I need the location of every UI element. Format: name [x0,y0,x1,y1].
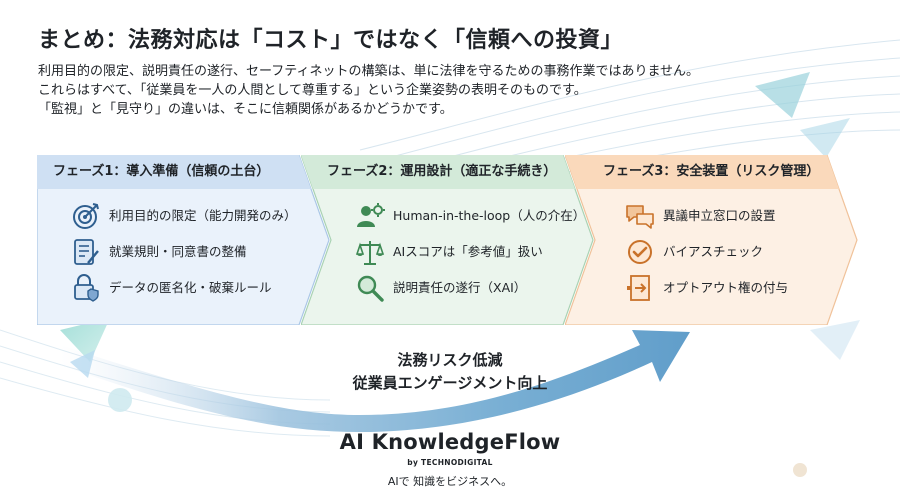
target-icon [73,203,99,229]
item-label: データの匿名化・破棄ルール [109,280,272,295]
document-pen-icon [74,239,99,265]
magnifier-icon [357,275,384,302]
page-title: まとめ：法務対応は「コスト」ではなく「信頼への投資」 [38,28,624,53]
item-label: 就業規則・同意書の整備 [109,244,247,259]
outcome-line: 従業員エンゲージメント向上 [352,374,548,392]
phase-2-card: フェーズ2：運用設計（適正な手続き） Human-in-the-loop（人の介… [301,155,601,325]
intro-line: 利用目的の限定、説明責任の遂行、セーフティネットの構築は、単に法律を守るための事… [38,64,700,79]
item-label: AIスコアは「参考値」扱い [393,244,543,259]
phase-3-card: フェーズ3：安全装置（リスク管理） 異議申立窓口の設置 バイアスチェック オプト… [565,155,865,325]
item-label: オプトアウト権の付与 [663,280,789,295]
item-label: 説明責任の遂行（XAI） [393,280,527,295]
phase-1-card: フェーズ1：導入準備（信頼の土台） 利用目的の限定（能力開発のみ） 就業規則・同… [37,155,337,325]
outcome-line: 法務リスク低減 [397,351,503,369]
phase-1-chevron [37,155,330,325]
item-label: バイアスチェック [663,244,764,259]
person-gear-icon [357,203,385,227]
scale-icon [355,241,385,265]
chat-bubbles-icon [626,205,654,229]
intro-text: 利用目的の限定、説明責任の遂行、セーフティネットの構築は、単に法律を守るための事… [38,62,699,119]
phase-3-title: フェーズ3：安全装置（リスク管理） [603,164,820,179]
item-label: 利用目的の限定（能力開発のみ） [109,208,297,223]
brand-logo-text: AI KnowledgeFlow [339,430,561,454]
lock-shield-icon [74,274,99,302]
item-label: Human-in-the-loop（人の介在） [393,208,586,223]
exit-door-icon [627,275,650,301]
item-label: 異議申立窓口の設置 [663,208,776,223]
check-circle-icon [628,240,652,264]
brand-byline: by TECHNODIGITAL [407,458,493,467]
intro-line: 「監視」と「見守り」の違いは、そこに信頼関係があるかどうかです。 [38,102,453,117]
phase-2-title: フェーズ2：運用設計（適正な手続き） [327,164,557,179]
intro-line: これらはすべて、「従業員を一人の人間として尊重する」という企業姿勢の表明そのもの… [38,83,587,98]
phase-1-title: フェーズ1：導入準備（信頼の土台） [53,164,270,179]
brand-tagline: AIで 知識をビジネスへ。 [387,475,513,488]
